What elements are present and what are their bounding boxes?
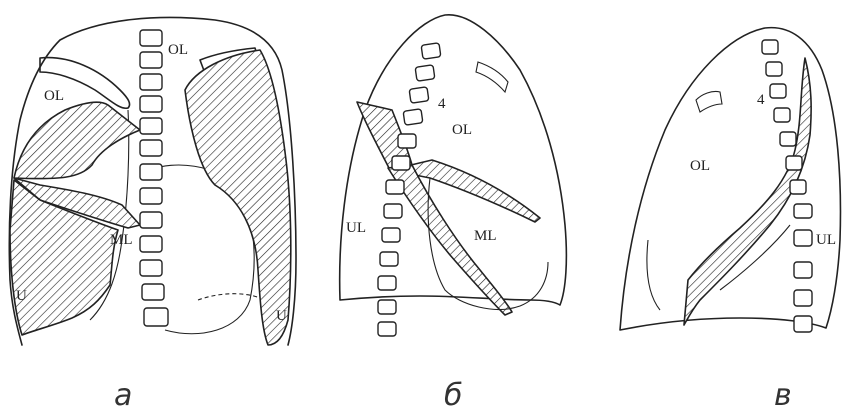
panel-b-label-ul: UL [346,220,366,236]
panel-v-label-rib-4: 4 [757,92,765,108]
panel-b-label-ol: OL [452,122,472,138]
panel-a-hatched-left-lung [185,50,291,345]
panel-a-label-ol-left: OL [44,88,64,104]
panel-v-label-ol: OL [690,158,710,174]
panel-b-scapula [476,62,508,92]
panel-v-scapula [696,91,722,112]
panel-a-label-ml: ML [110,232,133,248]
panel-a-caption: а [114,378,132,413]
panel-v-caption: в [774,378,792,413]
panel-v: 4 OL UL в [620,28,840,413]
panel-a-label-ol-top: OL [168,42,188,58]
panel-b-label-rib-4: 4 [438,96,446,112]
panel-v-label-ul: UL [816,232,836,248]
panel-b-label-ml: ML [474,228,497,244]
panel-b: 4 OL ML UL б [340,15,567,413]
panel-a-label-u-left: U [16,288,27,304]
panel-a-hatched-upper-segment [14,102,140,178]
panel-b-lung-outline [340,15,567,305]
panel-b-caption: б [444,378,463,413]
panel-a: OL OL ML U U а [9,17,296,413]
panel-a-label-u-right: U [276,308,287,324]
panel-a-spine [140,30,168,326]
